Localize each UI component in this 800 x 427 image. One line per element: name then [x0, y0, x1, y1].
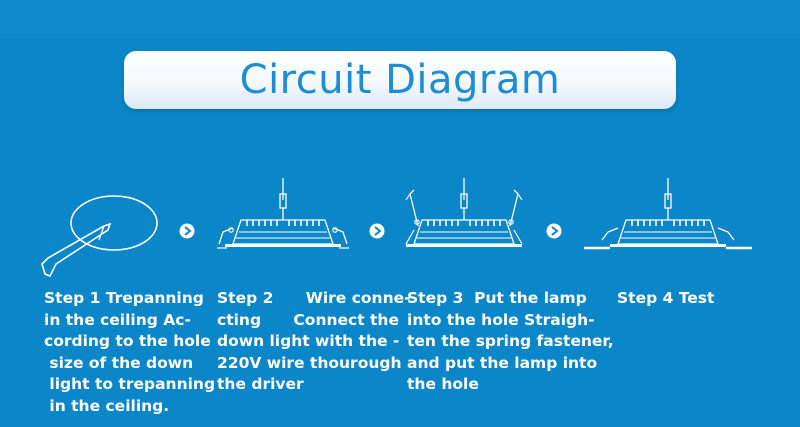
- chevron-right-circle-icon: [179, 223, 195, 239]
- page-title: Circuit Diagram: [239, 57, 561, 103]
- step-3-text: Step 3 Put the lamp into the hole Straig…: [407, 289, 614, 393]
- step-1-text: Step 1 Trepanning in the ceiling Ac- cor…: [44, 289, 216, 415]
- installed-downlight-icon: [584, 177, 752, 250]
- title-banner: Circuit Diagram: [124, 51, 676, 109]
- chevron-right-circle-icon: [369, 223, 385, 239]
- chevron-right-circle-icon: [546, 223, 562, 239]
- step-4-text: Step 4 Test: [617, 289, 715, 307]
- header-band: [0, 0, 800, 34]
- wired-downlight-icon: [217, 177, 349, 249]
- hole-saw-icon: [41, 195, 158, 278]
- downlight-springs-up-icon: [405, 177, 523, 248]
- step-2-text: Step 2 Wire conne- cting Connect the dow…: [217, 289, 411, 393]
